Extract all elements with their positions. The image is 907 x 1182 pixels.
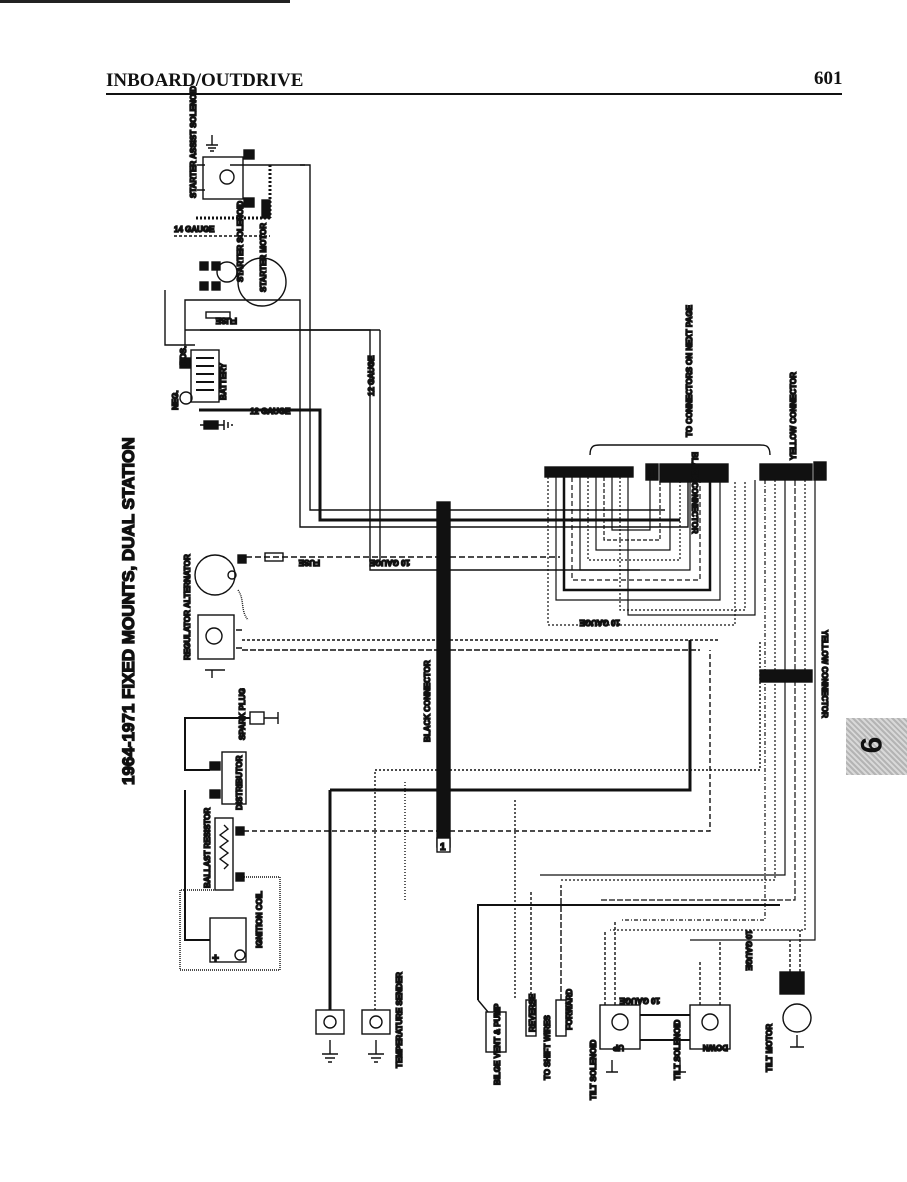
starter-assist-solenoid [197, 135, 271, 219]
label-fuse-alt: FUSE [298, 558, 320, 567]
label-ballast-resistor: BALLAST RESISTOR [203, 807, 212, 888]
label-neg: NEG. [171, 390, 180, 410]
oil-pressure-sender [315, 1009, 345, 1063]
label-ignition-coil: IGNITION COIL [255, 891, 264, 948]
label-forward: FORWARD [565, 989, 574, 1030]
label-fuse-battery: FUSE [215, 316, 237, 325]
label-yellow-connector-right: YELLOW CONNECTOR [820, 630, 829, 718]
section-title: INBOARD/OUTDRIVE [106, 70, 304, 91]
shift-wires [525, 885, 567, 1037]
starter-solenoid [199, 261, 238, 291]
label-10-gauge-c: 10 GAUGE [619, 996, 660, 1005]
label-down: DOWN [702, 1043, 728, 1052]
page-number: 601 [814, 68, 843, 89]
bilge-vent-pump [477, 904, 780, 1053]
yellow-connector-right [759, 669, 813, 683]
label-tilt-motor: TILT MOTOR [765, 1024, 774, 1072]
connector-number-main: 1 [440, 842, 446, 853]
label-black-connector-mid: BLACK CONNECTOR [423, 660, 432, 742]
label-starter-motor: STARTER MOTOR [259, 223, 268, 292]
label-tilt-solenoid-down: TILT SOLENOID [673, 1019, 682, 1080]
label-regulator: REGULATOR [183, 610, 192, 660]
label-pos: POS. [179, 346, 188, 365]
label-to-shift-wires: TO SHIFT WIRES [543, 1015, 552, 1080]
label-tilt-solenoid-up: TILT SOLENOID [589, 1039, 598, 1100]
yellow-connector-top [759, 461, 827, 481]
svg-text:+: + [212, 951, 219, 965]
diagram-title: 1964-1971 FIXED MOUNTS, DUAL STATION [119, 437, 138, 785]
label-temperature-sender: TEMPERATURE SENDER [395, 972, 404, 1068]
label-up: UP [612, 1043, 624, 1052]
label-starter-solenoid: STARTER SOLENOID [236, 201, 245, 282]
connector-number-yellow: 1 [817, 467, 823, 478]
top-edge-rule [0, 0, 290, 3]
label-12-gauge-a: 12 GAUGE [250, 407, 291, 416]
label-battery: BATTERY [219, 362, 228, 400]
label-to-connectors: TO CONNECTORS ON NEXT PAGE [685, 304, 694, 437]
alternator [194, 554, 249, 621]
label-alternator: ALTERNATOR [183, 554, 192, 608]
connector-number-black: 1 [649, 469, 655, 480]
label-10-gauge-d: 10 GAUGE [744, 930, 753, 971]
label-black-connector-top: BLACK CONNECTOR [690, 452, 699, 534]
distributor [209, 751, 247, 805]
tilt-solenoid-up [599, 1004, 641, 1073]
label-10-gauge-b: 10 GAUGE [579, 618, 620, 627]
label-12-gauge-b: 12 GAUGE [367, 355, 376, 396]
tilt-solenoid-down [674, 1004, 731, 1073]
label-14-gauge: 14 GAUGE [174, 225, 215, 234]
battery [179, 349, 220, 405]
regulator [197, 614, 242, 678]
ballast-resistor [214, 817, 245, 891]
black-connector-bar [436, 501, 451, 848]
temperature-sender [361, 1009, 391, 1063]
label-spark-plug: SPARK PLUG [238, 688, 247, 740]
label-reverse: REVERSE [528, 993, 537, 1032]
label-starter-assist-solenoid: STARTER ASSIST SOLENOID [189, 86, 198, 198]
ignition-coil: + [209, 917, 247, 966]
chapter-tab: 6 [846, 718, 907, 775]
header-rule [106, 93, 842, 95]
label-bilge-vent: BILGE VENT & PUMP [493, 1003, 502, 1085]
label-distributor: DISTRIBUTOR [235, 755, 244, 810]
label-10-gauge-a: 10 GAUGE [369, 558, 410, 567]
starter-motor [237, 257, 287, 307]
label-yellow-connector-top: YELLOW CONNECTOR [789, 372, 798, 460]
black-connector-top [544, 463, 729, 483]
tilt-motor [779, 971, 812, 1048]
spark-plug [249, 711, 279, 725]
